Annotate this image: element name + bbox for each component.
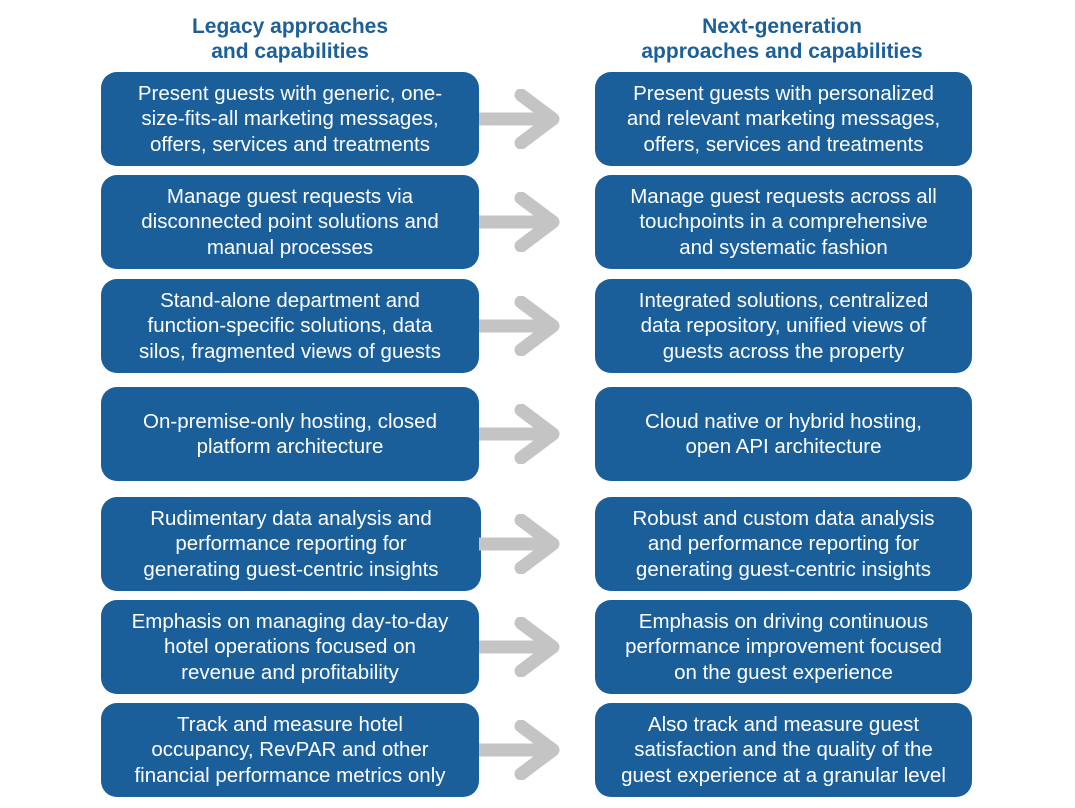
nextgen-box-line: Integrated solutions, centralized [638, 288, 929, 312]
nextgen-header-line-2: approaches and capabilities [641, 40, 923, 63]
legacy-box-line: platform architecture [196, 435, 384, 458]
right-arrow-icon [479, 514, 560, 574]
nextgen-box-line: Present guests with personalized [633, 81, 934, 105]
right-arrow-icon [479, 617, 560, 677]
legacy-box-line: Track and measure hotel [176, 712, 403, 736]
nextgen-box-line: Emphasis on driving continuous [638, 609, 929, 633]
legacy-box-line: size-fits-all marketing messages, [141, 107, 439, 131]
nextgen-box-line: touchpoints in a comprehensive [639, 210, 928, 234]
nextgen-box-line: data repository, unified views of [640, 314, 927, 338]
legacy-box-line: disconnected point solutions and [141, 210, 439, 234]
legacy-box-line: Manage guest requests via [166, 184, 414, 208]
legacy-box-line: On-premise-only hosting, closed [143, 409, 437, 433]
legacy-box-1: Present guests with generic, one-size-fi… [101, 72, 479, 166]
nextgen-box-line: open API architecture [685, 435, 882, 458]
right-arrow-icon [479, 89, 560, 149]
legacy-header-line-1: Legacy approaches [191, 15, 389, 38]
legacy-box-line: hotel operations focused on [164, 635, 416, 659]
nextgen-box-line: offers, services and treatments [643, 132, 924, 156]
legacy-box-line: function-specific solutions, data [147, 314, 433, 338]
legacy-box-line: silos, fragmented views of guests [139, 339, 441, 363]
nextgen-box-line: Robust and custom data analysis [632, 506, 935, 530]
legacy-box-line: revenue and profitability [181, 660, 399, 684]
right-arrow-icon [479, 720, 560, 780]
legacy-box-line: financial performance metrics only [134, 763, 446, 787]
legacy-box-line: performance reporting for [175, 532, 407, 556]
nextgen-box-line: Cloud native or hybrid hosting, [645, 409, 922, 433]
nextgen-box-line: on the guest experience [674, 660, 893, 684]
legacy-box-line: Stand-alone department and [160, 288, 420, 312]
nextgen-box-line: performance improvement focused [625, 635, 942, 659]
nextgen-box-line: guest experience at a granular level [621, 763, 946, 787]
nextgen-header-line-1: Next-generation [702, 15, 862, 38]
right-arrow-icon [479, 296, 560, 356]
nextgen-box-line: generating guest-centric insights [635, 557, 932, 581]
nextgen-box-line: Manage guest requests across all [630, 184, 937, 208]
legacy-box-line: generating guest-centric insights [143, 557, 439, 581]
nextgen-box-line: guests across the property [662, 339, 905, 363]
legacy-box-text: Present guests with generic, one-size-fi… [138, 81, 442, 158]
legacy-box-line: Rudimentary data analysis and [150, 506, 432, 530]
right-arrow-icon [479, 192, 560, 252]
nextgen-box-line: Also track and measure guest [647, 712, 920, 736]
nextgen-box-4: Cloud native or hybrid hosting,open API … [595, 387, 972, 481]
legacy-header-line-2: and capabilities [211, 40, 369, 63]
right-arrow-icon [479, 404, 560, 464]
nextgen-column-header: Next-generation approaches and capabilit… [592, 14, 972, 64]
legacy-box-line: Present guests with generic, one- [137, 81, 443, 105]
nextgen-box-line: and systematic fashion [679, 235, 888, 259]
legacy-box-line: manual processes [206, 235, 374, 259]
legacy-box-line: offers, services and treatments [150, 132, 430, 156]
legacy-column-header: Legacy approaches and capabilities [100, 14, 480, 64]
nextgen-box-line: and relevant marketing messages, [626, 107, 941, 131]
nextgen-box-line: and performance reporting for [647, 532, 920, 556]
legacy-box-line: Emphasis on managing day-to-day [131, 609, 449, 633]
nextgen-box-line: satisfaction and the quality of the [634, 738, 933, 762]
nextgen-box-text: Cloud native or hybrid hosting,open API … [645, 409, 922, 460]
legacy-box-line: occupancy, RevPAR and other [151, 738, 429, 762]
